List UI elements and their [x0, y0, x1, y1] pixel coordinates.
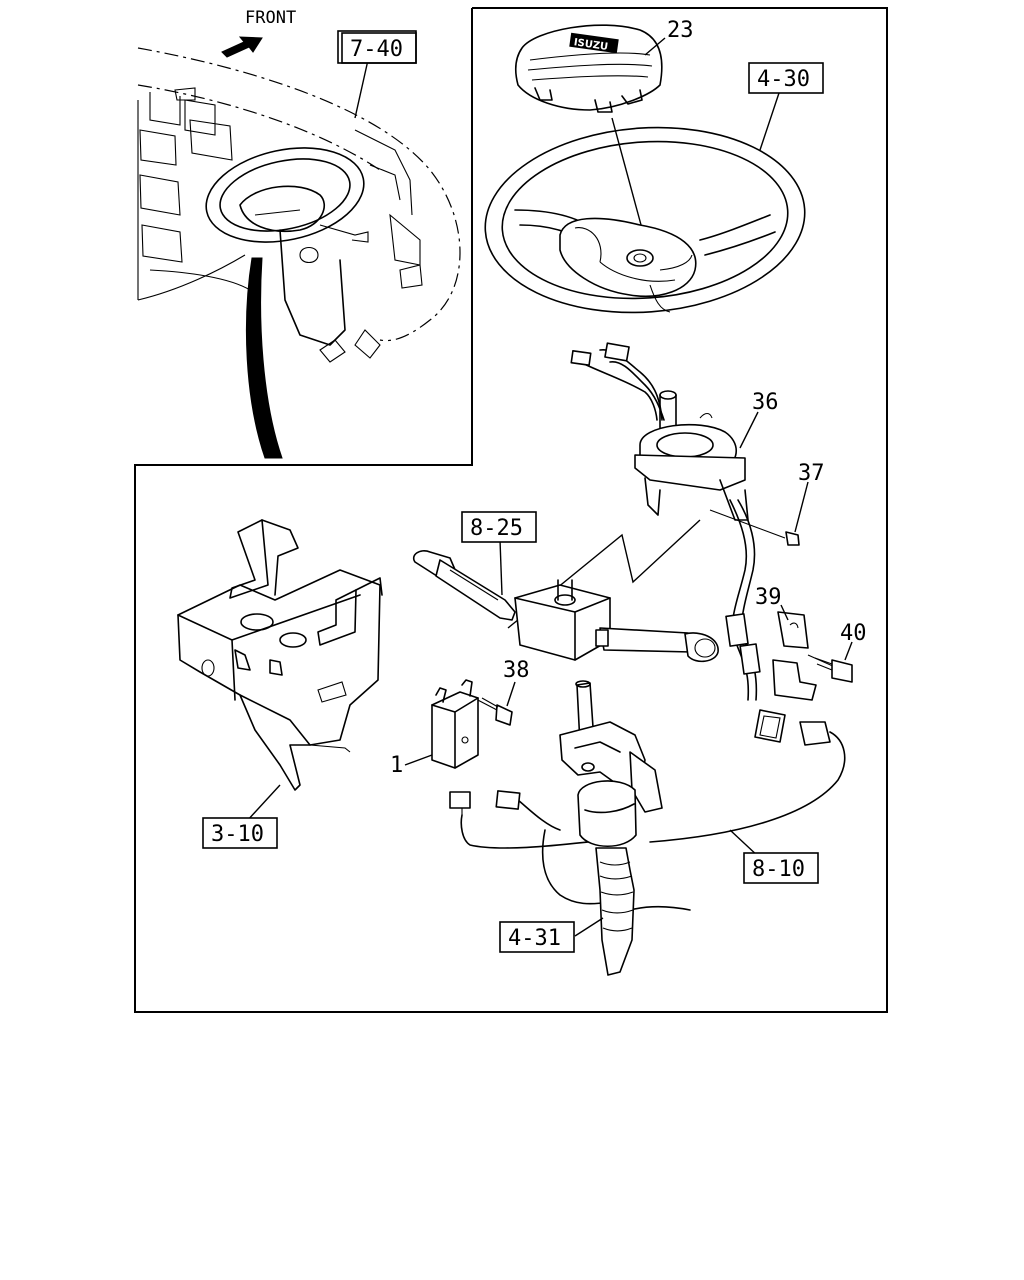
- callout-39: 39: [755, 585, 782, 610]
- bolt-38: [471, 696, 513, 726]
- front-indicator: FRONT: [221, 8, 296, 58]
- ref-label-4-30: 4-30: [757, 67, 810, 92]
- callout-1: 1: [390, 753, 403, 778]
- horn-pad: ISUZU: [514, 24, 663, 113]
- ref-label-3-10: 3-10: [211, 822, 264, 847]
- bolt-40: [807, 654, 853, 683]
- ref-box-4-30: 4-30: [748, 62, 824, 94]
- ref-label-8-25: 8-25: [470, 516, 523, 541]
- combination-switch: [412, 550, 719, 663]
- ref-box-7-40: 7-40: [337, 30, 417, 64]
- steering-wheel: [484, 126, 806, 314]
- dashboard-inset: [137, 47, 461, 459]
- cable-reel: [570, 342, 749, 521]
- control-unit: [431, 679, 521, 815]
- diagram-frames: [134, 7, 888, 1013]
- screw-37: [709, 509, 800, 546]
- ref-box-3-10: 3-10: [202, 817, 278, 849]
- ref-label-8-10: 8-10: [752, 857, 805, 882]
- bracket-39: [772, 611, 817, 701]
- main-harness: [460, 721, 846, 911]
- ref-box-4-31: 4-31: [499, 921, 575, 953]
- callout-38: 38: [503, 658, 530, 683]
- callout-numbers: 23 36 37 39 40 38 1: [390, 18, 867, 778]
- callout-37: 37: [798, 461, 825, 486]
- ref-box-8-10: 8-10: [743, 852, 819, 884]
- reel-harness: [725, 499, 786, 743]
- callout-23: 23: [667, 18, 694, 43]
- callout-40: 40: [840, 621, 867, 646]
- mounting-bracket: [177, 519, 383, 791]
- ref-label-4-31: 4-31: [508, 926, 561, 951]
- front-label: FRONT: [245, 8, 296, 28]
- leader-lines: [245, 37, 853, 937]
- front-arrow-icon: [221, 36, 263, 58]
- steering-column: [559, 680, 663, 976]
- ref-label-7-40: 7-40: [350, 37, 403, 62]
- ref-box-8-25: 8-25: [461, 511, 537, 543]
- callout-36: 36: [752, 390, 779, 415]
- horn-pad-brand: ISUZU: [573, 37, 609, 53]
